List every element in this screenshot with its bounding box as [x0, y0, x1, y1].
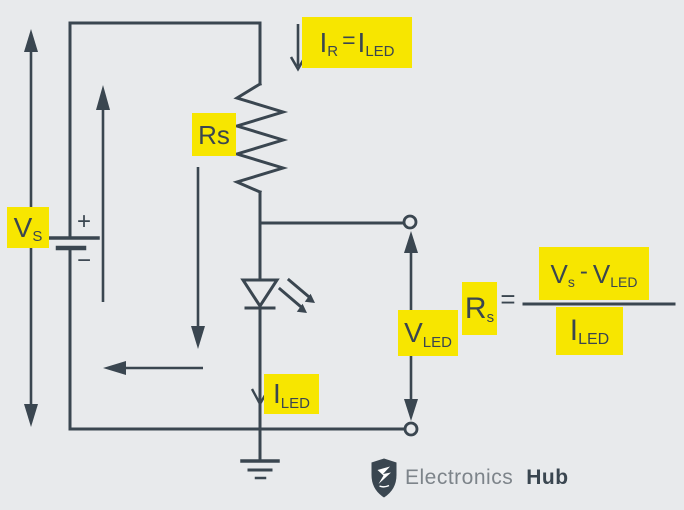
formula-equals-sign: = — [500, 284, 516, 314]
circuit-wires — [68, 21, 407, 431]
rs-label: Rs — [192, 113, 236, 156]
ground-symbol — [240, 427, 280, 480]
terminal-node-bottom — [403, 421, 419, 437]
resistor-symbol — [231, 81, 289, 194]
battery-plus-sign: + — [76, 208, 91, 235]
battery-symbol — [45, 236, 100, 251]
ir-symbol: I — [319, 26, 328, 58]
led-symbol — [240, 277, 315, 313]
current-flow-arrow-down — [191, 167, 205, 349]
led-emission-arrows — [277, 277, 315, 313]
terminal-node-top — [402, 214, 418, 230]
current-flow-arrow-up — [96, 85, 110, 302]
current-flow-arrow-left — [103, 361, 203, 375]
brand-logo: Electronics Hub — [370, 456, 569, 500]
battery-minus-sign: − — [76, 247, 91, 274]
electronics-hub-shield-icon — [371, 458, 397, 498]
brand-name-regular: Electronics — [405, 466, 514, 489]
iled-symbol: I — [357, 26, 366, 58]
brand-name-bold: Hub — [526, 466, 569, 489]
